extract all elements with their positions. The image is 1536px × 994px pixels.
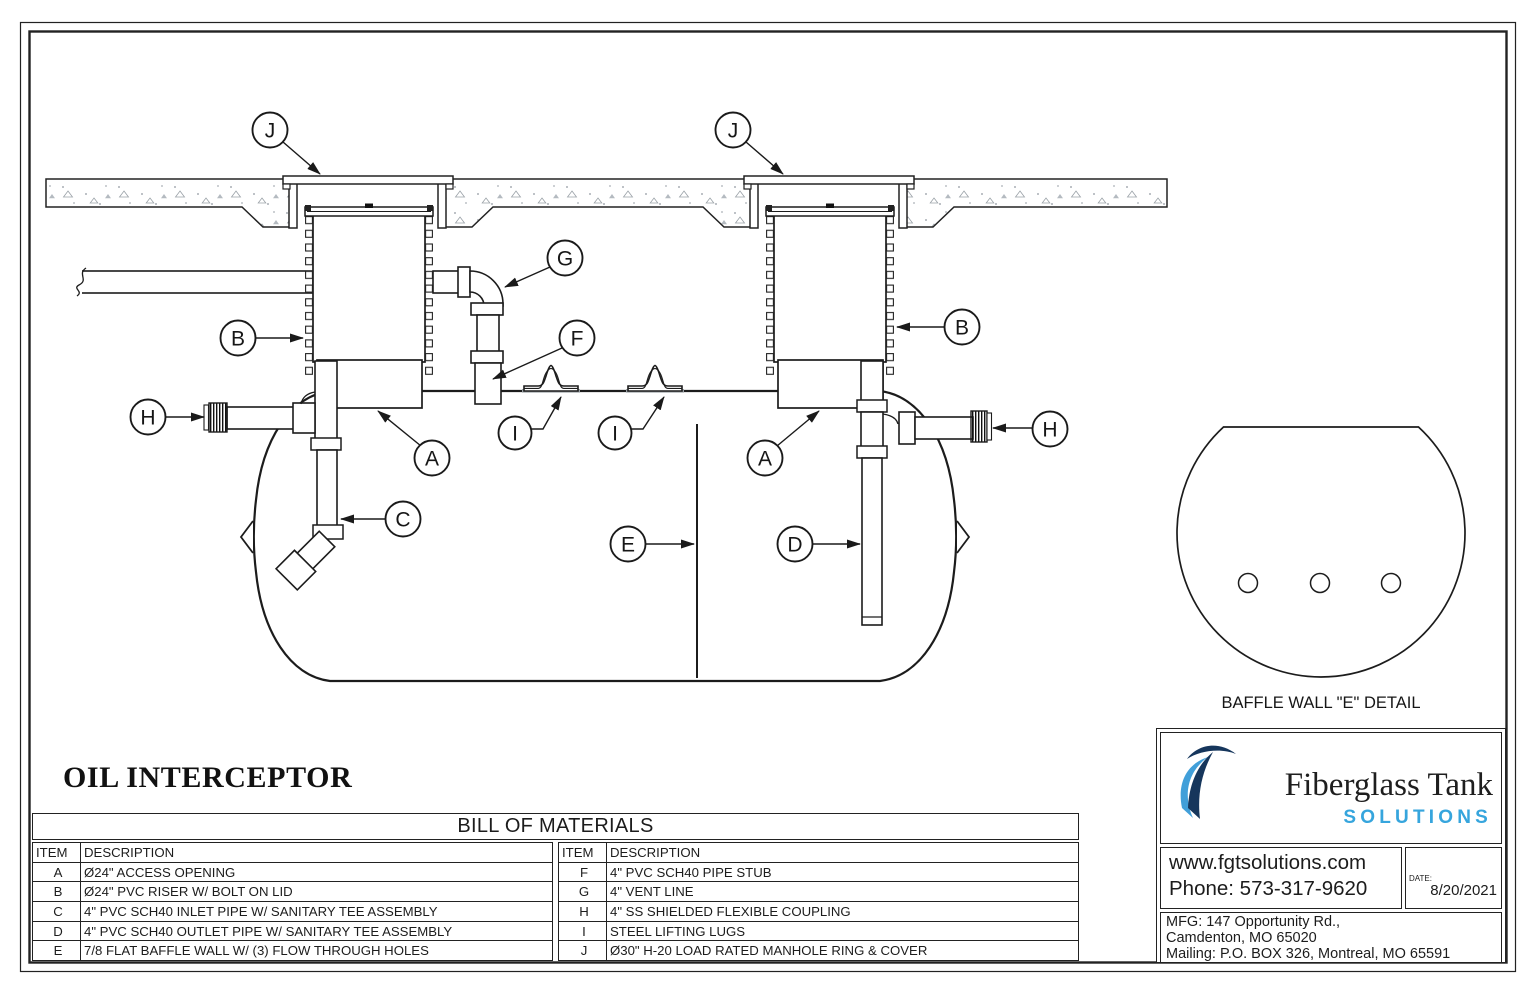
callout-i-left: I — [497, 415, 533, 451]
flexible-coupling-right — [970, 410, 988, 443]
callout-b-left: B — [219, 319, 257, 357]
logo-swoosh-eyebrow — [1187, 745, 1236, 759]
flexible-coupling-left — [208, 402, 228, 433]
callout-g: G — [546, 239, 584, 277]
col-header-description: DESCRIPTION — [80, 842, 553, 863]
logo-swoosh-icon — [1180, 745, 1236, 819]
riser-left — [304, 203, 434, 380]
outlet-assembly — [856, 360, 993, 626]
riser-right — [765, 203, 895, 380]
outlet-drop-pipe — [861, 457, 883, 626]
callout-h-left: H — [129, 398, 167, 436]
svg-text:I: I — [512, 423, 518, 446]
col-header-item: ITEM — [32, 842, 81, 863]
svg-text:H: H — [140, 407, 155, 430]
callout-a-right: A — [746, 439, 784, 477]
tank-end-lug-right — [956, 520, 971, 554]
callout-a-left: A — [413, 439, 451, 477]
inlet-drop-pipe — [316, 449, 338, 528]
company-logo: Fiberglass Tank SOLUTIONS — [1160, 732, 1502, 844]
svg-text:B: B — [231, 328, 245, 351]
date-box: DATE: 8/20/2021 — [1405, 847, 1502, 909]
lifting-lug-left — [522, 364, 580, 393]
svg-text:J: J — [728, 120, 739, 143]
svg-text:C: C — [395, 509, 410, 532]
baffle-wall-detail: BAFFLE WALL "E" DETAIL — [1176, 426, 1466, 712]
callout-h-right: H — [1031, 410, 1069, 448]
contact-box: www.fgtsolutions.com Phone: 573-317-9620 — [1160, 847, 1402, 909]
callouts: J J B B G F H H A A C D E I I — [129, 111, 1069, 563]
phone-text: Phone: 573-317-9620 — [1169, 877, 1368, 900]
callout-c: C — [384, 500, 422, 538]
address-block: MFG: 147 Opportunity Rd., Camdenton, MO … — [1160, 912, 1502, 963]
logo-swoosh-light — [1180, 757, 1208, 818]
svg-text:G: G — [557, 248, 573, 271]
col-header-item: ITEM — [558, 842, 607, 863]
col-header-description: DESCRIPTION — [606, 842, 1079, 863]
svg-text:H: H — [1042, 419, 1057, 442]
callout-b-right: B — [943, 308, 981, 346]
svg-text:E: E — [621, 534, 635, 557]
callout-d: D — [776, 525, 814, 563]
callout-e: E — [609, 525, 647, 563]
sheet-border — [19, 21, 1517, 973]
svg-text:F: F — [571, 328, 584, 351]
svg-text:J: J — [265, 120, 276, 143]
drawing-title: OIL INTERCEPTOR — [63, 761, 353, 794]
bom-title: BILL OF MATERIALS — [32, 813, 1079, 840]
table-header-row: ITEM DESCRIPTION — [32, 842, 553, 863]
callout-i-right: I — [597, 415, 633, 451]
brand-name: Fiberglass Tank — [1284, 767, 1493, 803]
callout-j-right: J — [714, 111, 752, 149]
inlet-assembly — [203, 360, 344, 592]
logo-swoosh-blade — [1188, 752, 1213, 819]
vent-horizontal-pipe — [432, 270, 462, 294]
callout-j-left: J — [251, 111, 289, 149]
svg-text:A: A — [758, 448, 772, 471]
pipe-stub — [474, 362, 502, 405]
svg-text:D: D — [787, 534, 802, 557]
mfg-address-line1: MFG: 147 Opportunity Rd., — [1166, 914, 1341, 930]
pipe-break-symbol — [76, 267, 87, 297]
mfg-address-line2: Camdenton, MO 65020 — [1166, 930, 1317, 947]
grade-inlet-pipe — [70, 267, 314, 297]
callout-f: F — [558, 319, 596, 357]
vent-coupling-band — [457, 266, 471, 298]
svg-text:I: I — [612, 423, 618, 446]
date-label: DATE: — [1409, 874, 1432, 883]
svg-text:A: A — [425, 448, 439, 471]
tank-end-lug-left — [239, 520, 254, 554]
leader-lines — [166, 141, 1032, 549]
table-header-row: ITEM DESCRIPTION — [558, 842, 1079, 863]
svg-text:B: B — [955, 317, 969, 340]
brand-subtitle: SOLUTIONS — [1343, 807, 1492, 828]
website-text: www.fgtsolutions.com — [1169, 851, 1367, 874]
vent-elbow — [469, 270, 504, 307]
detail-caption: BAFFLE WALL "E" DETAIL — [1221, 694, 1420, 712]
mailing-address-line: Mailing: P.O. BOX 326, Montreal, MO 6559… — [1166, 946, 1451, 963]
date-value: 8/20/2021 — [1430, 882, 1497, 899]
vent-line-and-stub — [432, 266, 504, 405]
concrete-slab — [45, 178, 1168, 228]
lifting-lug-right — [626, 364, 684, 393]
